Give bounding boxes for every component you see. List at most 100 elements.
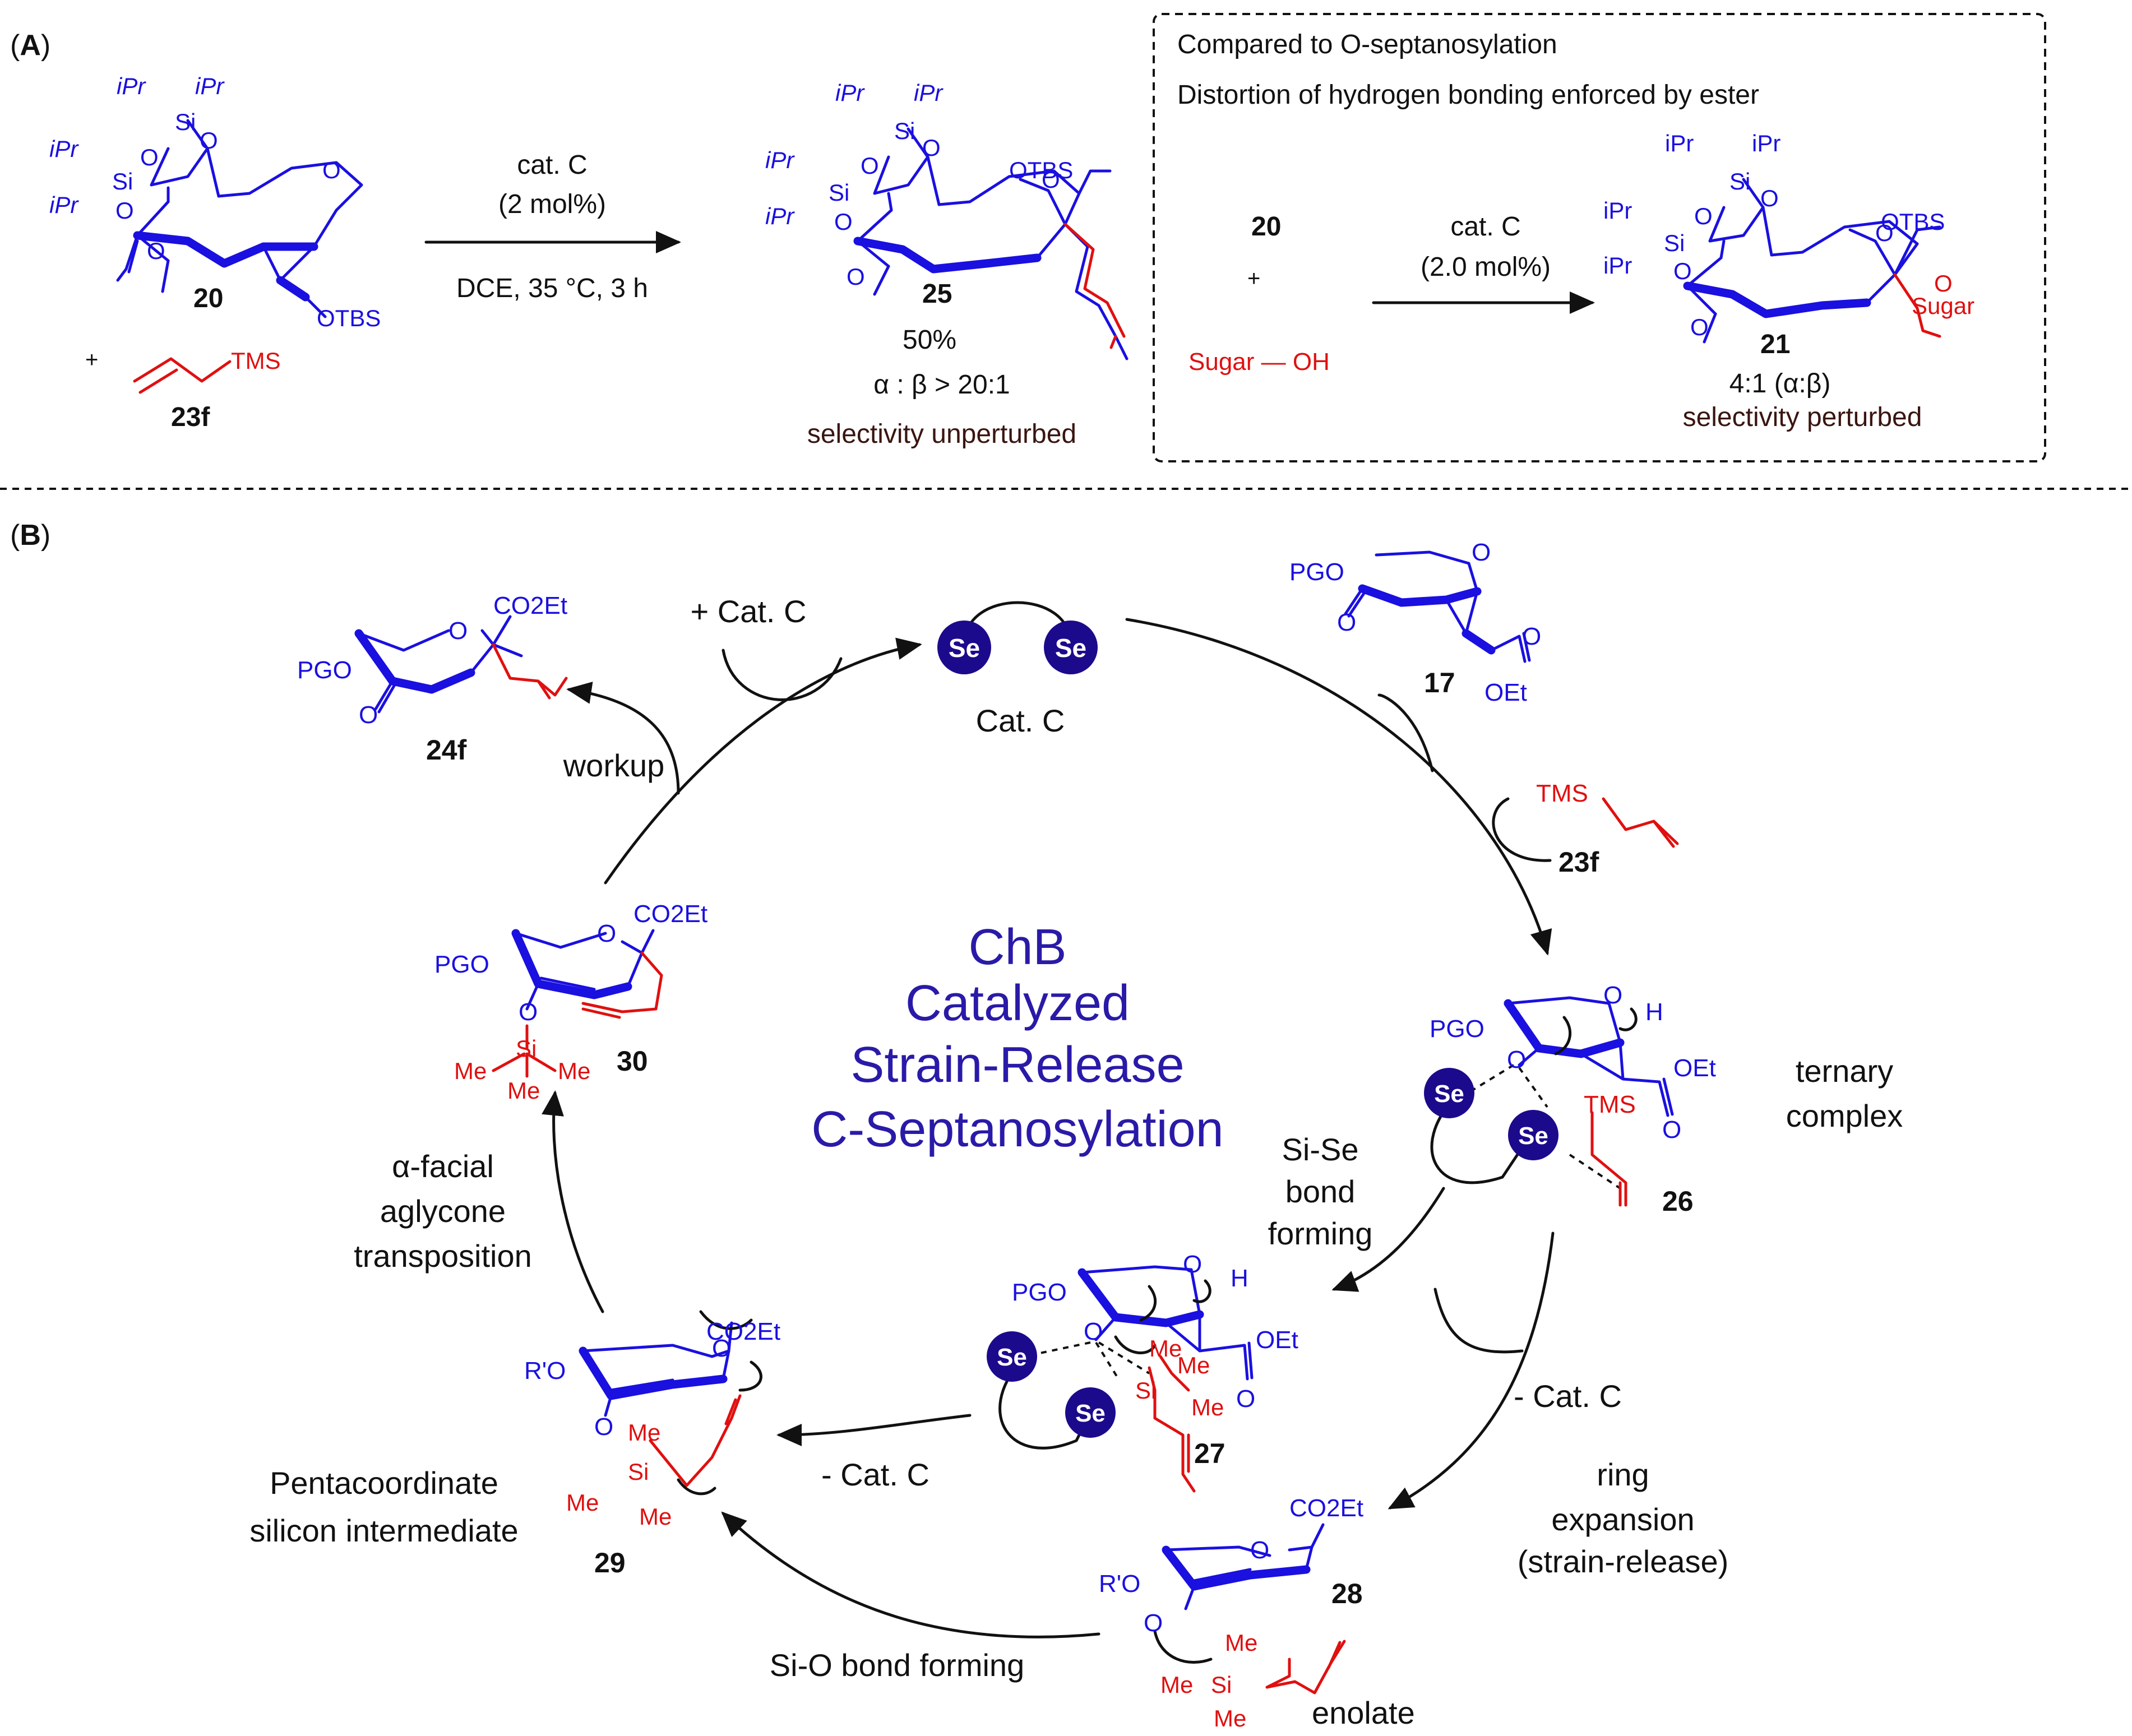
- compound-25-label: 25: [922, 279, 952, 309]
- catalyst-c-structure: [937, 601, 1098, 674]
- c21-si-2: Si: [1664, 230, 1685, 256]
- cycle-title-4: C-Septanosylation: [811, 1101, 1223, 1158]
- compound-17-structure: [1344, 550, 1531, 663]
- c24f-o-ring: O: [448, 617, 468, 645]
- c21-ipr-3: iPr: [1603, 197, 1632, 224]
- box-line-1: Compared to O-septanosylation: [1177, 30, 1557, 59]
- plus-sign-a: +: [85, 348, 98, 372]
- c25-o-1: O: [861, 152, 879, 179]
- add-cat-c: + Cat. C: [691, 594, 807, 629]
- compound-28-label: 28: [1331, 1578, 1363, 1609]
- compound-30-structure: [492, 929, 663, 1078]
- cycle-title-2: Catalyzed: [905, 975, 1130, 1031]
- box-line-2: Distortion of hydrogen bonding enforced …: [1177, 80, 1759, 110]
- c27-h: H: [1231, 1265, 1248, 1292]
- c21-selectivity-note: selectivity perturbed: [1683, 402, 1922, 432]
- minus-cat-left: - Cat. C: [821, 1457, 929, 1492]
- arrow-17-enter: [1377, 693, 1434, 772]
- minus-cat-right: - Cat. C: [1514, 1378, 1622, 1414]
- c26-tms: TMS: [1584, 1091, 1636, 1118]
- c30-si: Si: [516, 1035, 537, 1062]
- compound-28-structure: [1153, 1523, 1346, 1695]
- cycle-arrow-right-down: [1388, 1232, 1555, 1510]
- arrow-workup: [566, 682, 680, 795]
- c20-o-3: O: [115, 197, 134, 224]
- arrow-23f-enter: [1492, 797, 1552, 862]
- c30-co2et: CO2Et: [633, 900, 707, 928]
- compound-23f-cycle-label: 23f: [1558, 846, 1599, 878]
- c29-me-3: Me: [639, 1503, 672, 1530]
- c23f-tms: TMS: [231, 348, 281, 374]
- c27-se-1: [987, 1331, 1037, 1382]
- c29-me-1: Me: [628, 1419, 660, 1446]
- comparison-box: [1153, 13, 2046, 462]
- c29-me-2: Me: [566, 1489, 599, 1516]
- arrow-26-to-27: [1331, 1187, 1445, 1292]
- c21-ipr-2: iPr: [1752, 130, 1780, 156]
- compound-24f-label: 24f: [426, 734, 467, 766]
- c30-me-3: Me: [507, 1077, 540, 1104]
- c20-ketone-o: O: [147, 238, 165, 264]
- alpha-label-2: aglycone: [380, 1193, 506, 1229]
- c29-si: Si: [628, 1459, 649, 1485]
- c20-ipr-1: iPr: [117, 73, 146, 99]
- c21-ipr-4: iPr: [1603, 252, 1632, 279]
- box-arrow-above-1: cat. C: [1450, 212, 1520, 242]
- arrow-a-above-2: (2 mol%): [498, 189, 606, 219]
- c27-o-ring: O: [1183, 1251, 1202, 1278]
- sise-label-1: Si-Se: [1282, 1132, 1359, 1167]
- c26-ester-o: O: [1662, 1116, 1681, 1144]
- arrow-a-below: DCE, 35 °C, 3 h: [456, 274, 648, 303]
- c27-ketone-o: O: [1084, 1318, 1103, 1345]
- c25-selectivity-note: selectivity unperturbed: [807, 419, 1076, 449]
- cycle-arrow-top-left: [604, 637, 922, 885]
- compound-26-structure: [1430, 996, 1674, 1207]
- c25-ratio: α : β > 20:1: [873, 370, 1010, 400]
- c21-o-2: O: [1760, 185, 1779, 211]
- c29-ro: R'O: [524, 1357, 566, 1385]
- c28-enolate-o: O: [1144, 1609, 1163, 1637]
- c26-pgo: PGO: [1430, 1015, 1484, 1043]
- compound-20-structure: [116, 119, 363, 318]
- c24f-pgo: PGO: [297, 656, 352, 684]
- c17-pgo: PGO: [1289, 558, 1344, 586]
- c25-ipr-4: iPr: [765, 203, 795, 229]
- c25-yield: 50%: [903, 325, 956, 355]
- c30-me-1: Me: [454, 1058, 487, 1084]
- c20-ipr-2: iPr: [195, 73, 225, 99]
- sio-label: Si-O bond forming: [770, 1647, 1024, 1683]
- sise-label-2: bond: [1285, 1174, 1356, 1209]
- compound-23f-label: 23f: [171, 402, 210, 432]
- c20-o-1: O: [140, 144, 159, 170]
- ring-label-1: ring: [1597, 1457, 1649, 1492]
- compound-21-structure: [1683, 178, 1941, 344]
- c30-me-2: Me: [558, 1058, 590, 1084]
- c20-ipr-4: iPr: [49, 192, 79, 218]
- c25-o-3: O: [834, 209, 853, 235]
- c26-o-ring: O: [1603, 982, 1622, 1009]
- c27-oet: OEt: [1256, 1326, 1298, 1354]
- c25-otbs: OTBS: [1009, 157, 1073, 183]
- c17-o-ring: O: [1472, 539, 1491, 566]
- c17-oet: OEt: [1484, 679, 1527, 706]
- c21-si-1: Si: [1729, 168, 1750, 195]
- compound-21-label: 21: [1760, 330, 1790, 359]
- cycle-title-1: ChB: [968, 919, 1066, 975]
- compound-26-label: 26: [1662, 1186, 1694, 1217]
- c25-ipr-1: iPr: [835, 80, 865, 106]
- c20-o-2: O: [200, 127, 218, 154]
- c21-o-1: O: [1694, 203, 1713, 229]
- c27-me-3: Me: [1191, 1394, 1224, 1420]
- c25-si-2: Si: [829, 179, 849, 206]
- c20-si-1: Si: [175, 109, 196, 135]
- compound-27-structure: [998, 1265, 1254, 1493]
- c28-o-ring: O: [1250, 1536, 1269, 1564]
- alpha-label-3: transposition: [354, 1238, 532, 1274]
- cat-c-se-2: Se: [1055, 633, 1086, 663]
- c28-co2et: CO2Et: [1289, 1494, 1363, 1522]
- c20-o-ring: O: [322, 157, 341, 183]
- cycle-title-3: Strain-Release: [850, 1037, 1184, 1093]
- c21-sugar: Sugar: [1912, 293, 1974, 319]
- c27-si: Si: [1135, 1377, 1156, 1404]
